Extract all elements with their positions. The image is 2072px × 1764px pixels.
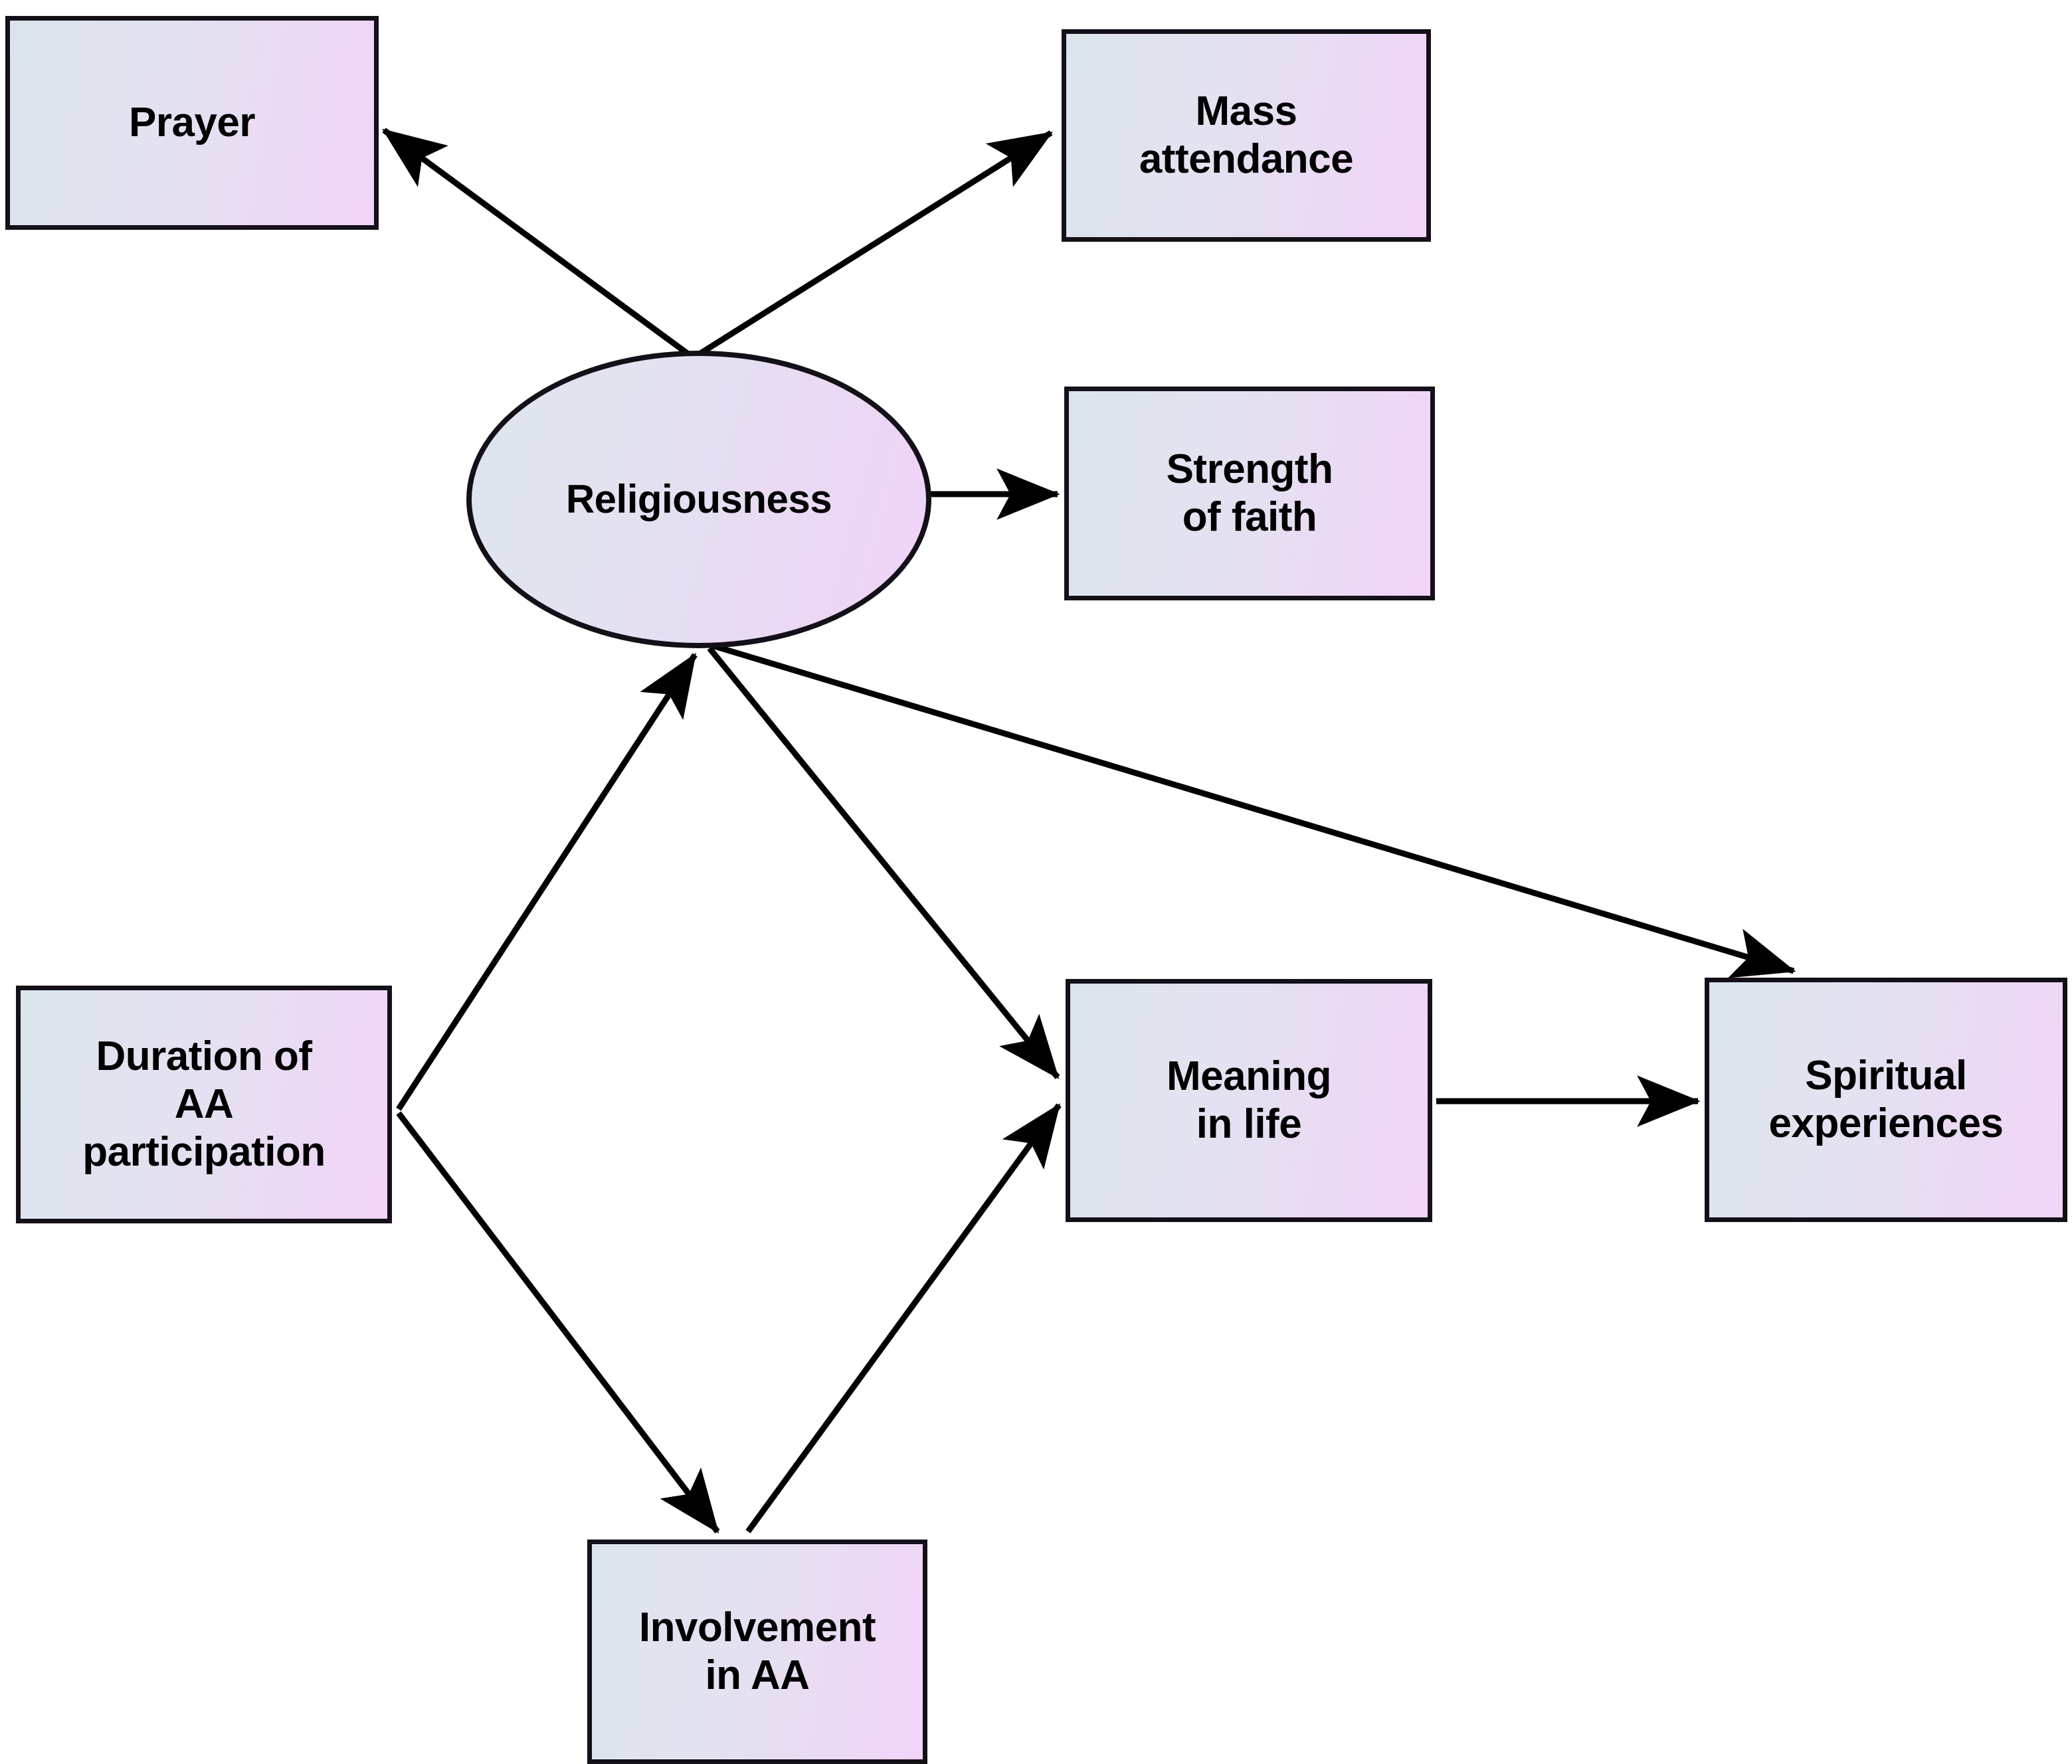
edge-religiousness-to-mass-attendance (694, 130, 1054, 359)
edge-religiousness-to-meaning-in-life (707, 646, 1060, 1079)
edge-duration-to-involvement-in-aa (396, 1111, 720, 1534)
node-label-duration-of-aa-participation: Duration of AA participation (82, 1033, 326, 1175)
node-duration-of-aa-participation[interactable]: Duration of AA participation (16, 986, 392, 1223)
node-label-strength-of-faith: Strength of faith (1166, 446, 1333, 540)
node-prayer[interactable]: Prayer (5, 16, 379, 230)
node-label-prayer: Prayer (128, 100, 256, 146)
edge-religiousness-to-spiritual-experiences (711, 642, 1796, 978)
node-label-religiousness: Religiousness (565, 477, 832, 522)
edge-involvement-to-meaning-in-life (745, 1103, 1062, 1534)
node-label-involvement-in-aa: Involvement in AA (638, 1605, 876, 1698)
node-meaning-in-life[interactable]: Meaning in life (1066, 979, 1432, 1222)
node-spiritual-experiences[interactable]: Spiritual experiences (1705, 978, 2067, 1222)
node-mass-attendance[interactable]: Mass attendance (1062, 29, 1431, 242)
edge-duration-to-religiousness (396, 652, 698, 1111)
node-religiousness[interactable]: Religiousness (466, 351, 931, 648)
node-label-meaning-in-life: Meaning in life (1167, 1053, 1331, 1147)
edge-religiousness-to-prayer (382, 128, 693, 359)
node-strength-of-faith[interactable]: Strength of faith (1064, 387, 1435, 600)
node-involvement-in-aa[interactable]: Involvement in AA (587, 1540, 927, 1764)
node-label-mass-attendance: Mass attendance (1139, 88, 1354, 182)
node-label-spiritual-experiences: Spiritual experiences (1768, 1053, 2004, 1146)
